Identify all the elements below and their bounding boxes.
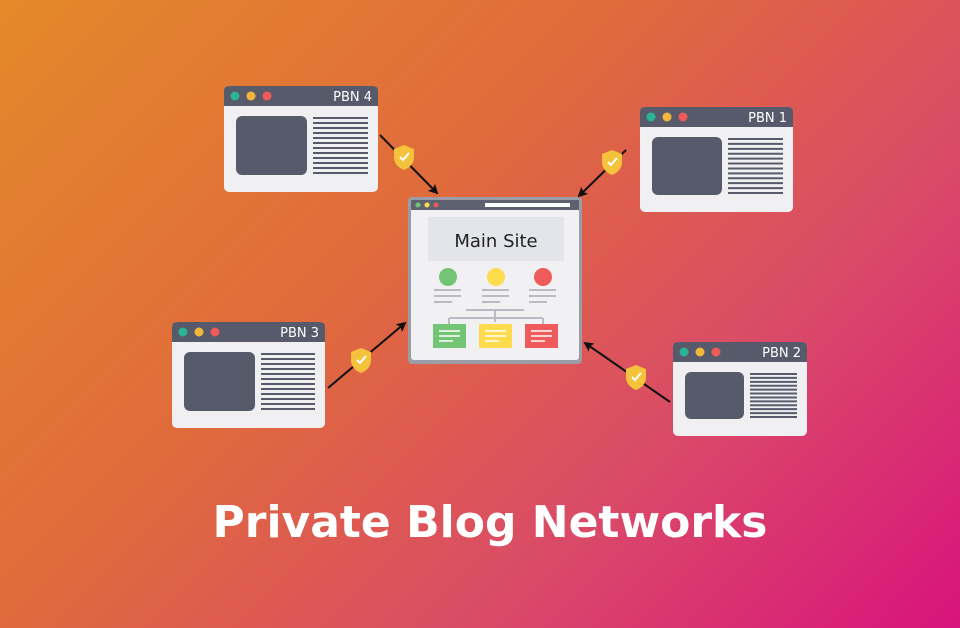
window-dot-icon xyxy=(194,327,204,337)
shield-check-icon xyxy=(350,347,372,374)
pbn-window: PBN 1 xyxy=(640,107,793,212)
window-dot-icon xyxy=(662,112,672,122)
arrow-pbn4 xyxy=(379,134,439,195)
arrow-pbn3 xyxy=(327,321,407,389)
pbn-window: PBN 2 xyxy=(673,342,807,436)
image-placeholder xyxy=(236,116,307,175)
window-dot-icon xyxy=(210,327,220,337)
image-placeholder xyxy=(652,137,722,195)
page-title: Private Blog Networks xyxy=(213,497,768,548)
main-site-window: Main Site xyxy=(408,197,582,364)
window-title-bar xyxy=(640,107,793,127)
pbn-label: PBN 2 xyxy=(762,346,801,361)
window-dot-icon xyxy=(678,112,688,122)
image-placeholder xyxy=(685,372,744,419)
window-title-bar xyxy=(673,342,807,362)
window-dot-icon xyxy=(646,112,656,122)
shield-check-icon xyxy=(625,364,647,391)
window-dot-icon xyxy=(246,91,256,101)
window-title-bar xyxy=(224,86,378,106)
window-dot-icon xyxy=(695,347,705,357)
pbn-window: PBN 4 xyxy=(224,86,378,192)
pbn-label: PBN 4 xyxy=(333,90,372,105)
arrow-pbn1 xyxy=(577,149,627,198)
image-placeholder xyxy=(184,352,255,411)
main-site-label: Main Site xyxy=(454,231,537,252)
window-dot-icon xyxy=(230,91,240,101)
pbn-label: PBN 1 xyxy=(748,111,787,126)
arrow-pbn2 xyxy=(583,341,671,403)
window-title-bar xyxy=(172,322,325,342)
window-dot-icon xyxy=(262,91,272,101)
pbn-window: PBN 3 xyxy=(172,322,325,428)
window-dot-icon xyxy=(679,347,689,357)
window-dot-icon xyxy=(711,347,721,357)
window-dot-icon xyxy=(178,327,188,337)
pbn-label: PBN 3 xyxy=(280,326,319,341)
